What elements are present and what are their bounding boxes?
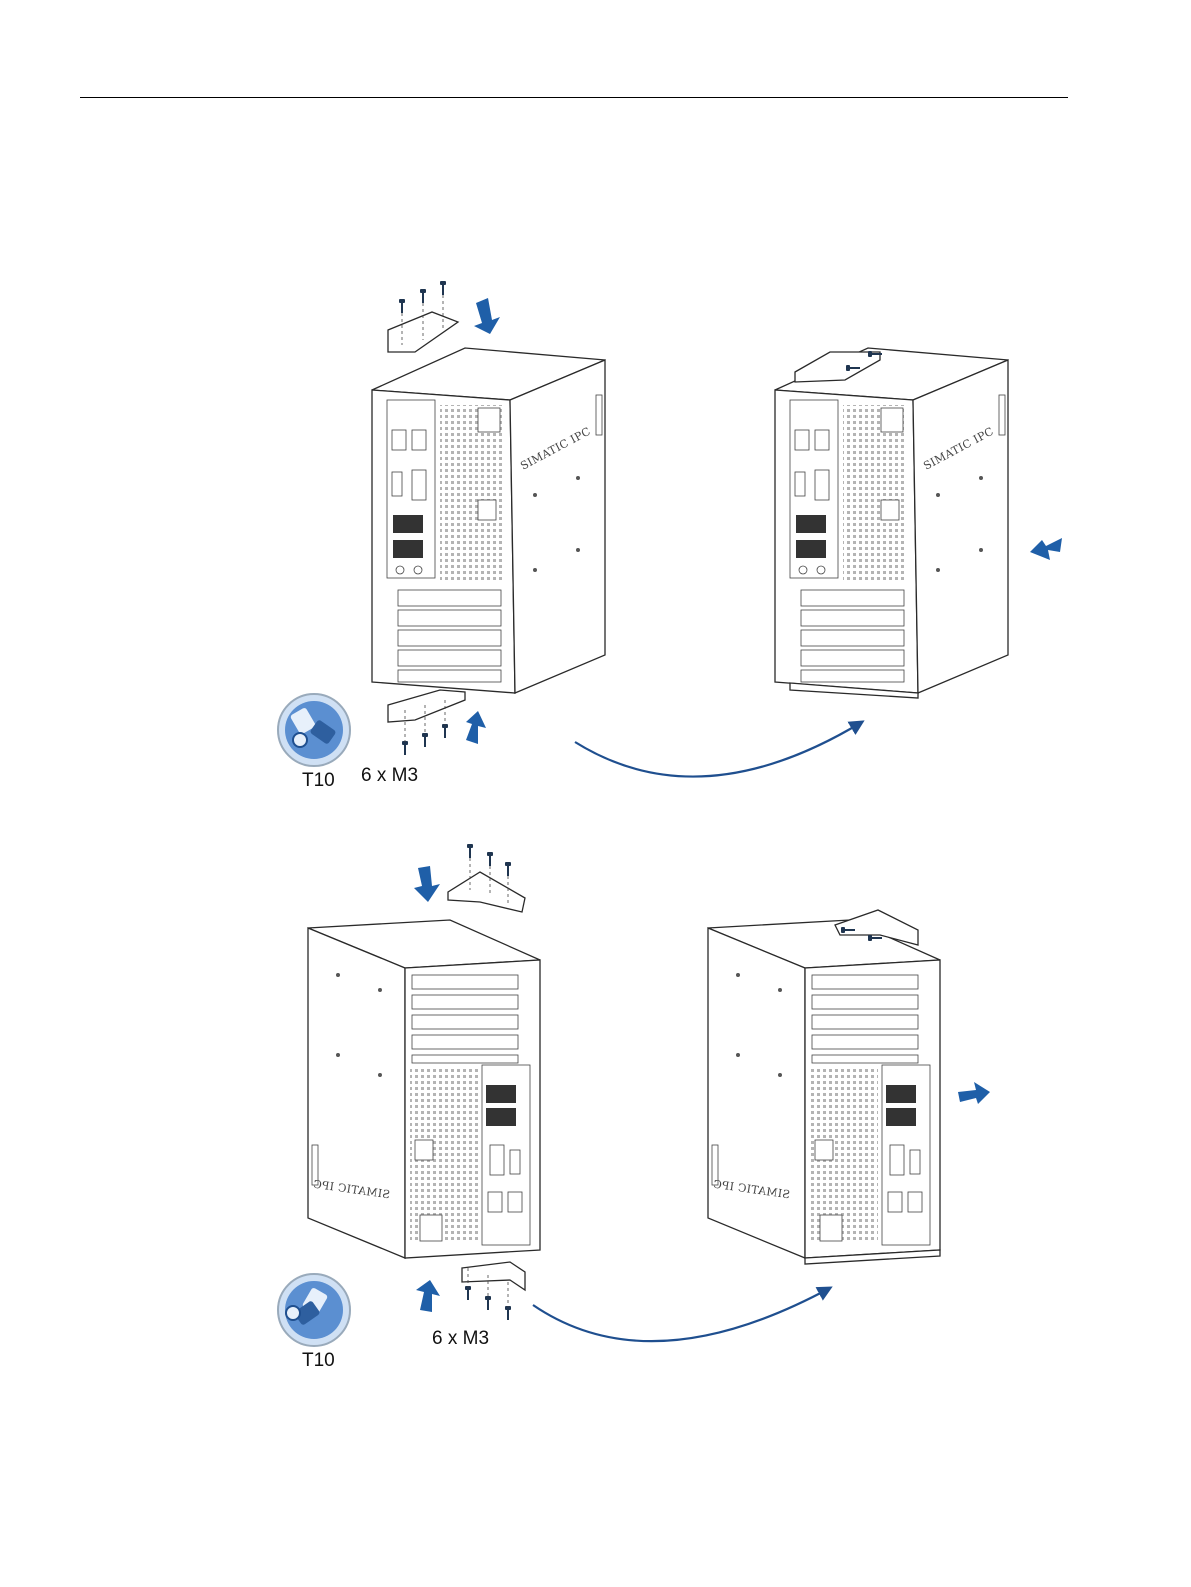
arrow-down-icon — [414, 866, 440, 902]
flow-arrow-top — [575, 722, 862, 777]
arrow-right-icon — [958, 1082, 990, 1104]
screw-count-label: 6 x M3 — [432, 1328, 489, 1350]
tool-label: T10 — [302, 1350, 335, 1372]
flow-arrow-bottom — [533, 1288, 830, 1341]
pc-bottom-left: SIMATIC IPC — [308, 844, 540, 1320]
arrow-up-icon — [466, 711, 486, 744]
arrow-left-icon — [1030, 538, 1062, 560]
pc-top-left: SIMATIC IPC — [372, 281, 605, 755]
pc-bottom-right: SIMATIC IPC — [708, 910, 940, 1264]
torx-tool-icon — [278, 694, 350, 766]
arrow-down-icon — [474, 298, 500, 334]
pc-top-right: SIMATIC IPC — [775, 348, 1008, 698]
screw-count-label: 6 x M3 — [361, 765, 418, 787]
arrow-up-icon — [416, 1280, 440, 1312]
torx-tool-icon — [278, 1274, 350, 1346]
tool-label: T10 — [302, 770, 335, 792]
